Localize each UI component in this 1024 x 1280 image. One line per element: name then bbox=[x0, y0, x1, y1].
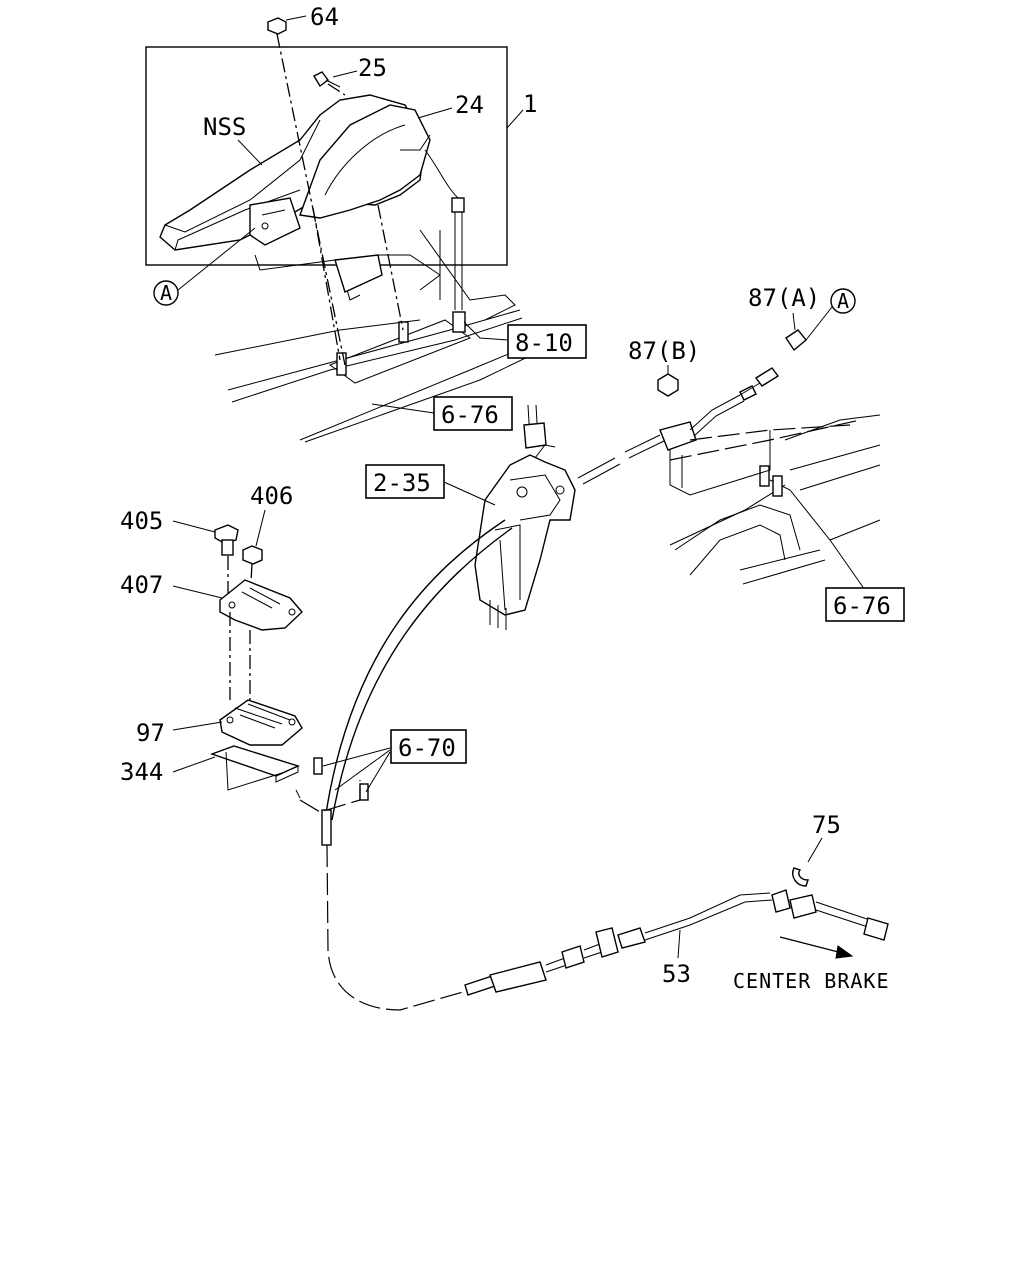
callout-97: 97 bbox=[136, 719, 165, 747]
ref-2-35: 2-35 bbox=[365, 464, 496, 506]
lever-assembly bbox=[145, 17, 539, 443]
bracket-stack bbox=[209, 524, 303, 791]
callouts-left: 406 405 407 97 344 bbox=[120, 482, 293, 786]
clip-75: 75 bbox=[792, 811, 841, 887]
nut-87a: 87(A) A bbox=[748, 284, 856, 352]
callout-344: 344 bbox=[120, 758, 163, 786]
callouts-top: 64 25 24 1 NSS A bbox=[153, 3, 537, 306]
ref-6-70: 6-70 bbox=[295, 729, 467, 813]
callout-87b: 87(B) bbox=[628, 337, 700, 365]
screw-25-icon bbox=[313, 71, 329, 88]
arrow-right-icon bbox=[835, 945, 854, 959]
nut-406-icon bbox=[242, 545, 263, 565]
ref-label-2-35: 2-35 bbox=[373, 469, 431, 497]
direction-indicator: CENTER BRAKE bbox=[733, 936, 890, 993]
ref-6-76-top: 6-76 bbox=[371, 396, 513, 431]
ref-circle-a-right bbox=[830, 288, 856, 314]
rear-cable bbox=[321, 519, 889, 1011]
callout-24: 24 bbox=[455, 91, 484, 119]
ref-label-6-70: 6-70 bbox=[398, 734, 456, 762]
front-cable-rod bbox=[577, 367, 780, 485]
callout-a-right: A bbox=[837, 289, 850, 313]
ref-circle-a-left bbox=[153, 280, 179, 306]
callout-nss: NSS bbox=[203, 113, 246, 141]
floor-tunnel-right bbox=[669, 414, 881, 585]
callout-25: 25 bbox=[358, 54, 387, 82]
callout-a-left: A bbox=[160, 281, 173, 305]
callout-53: 53 bbox=[662, 960, 691, 988]
bolt-405-icon bbox=[214, 524, 239, 544]
callout-405: 405 bbox=[120, 507, 163, 535]
callout-75: 75 bbox=[812, 811, 841, 839]
nut-87a-icon bbox=[785, 329, 807, 352]
ref-8-10: 8-10 bbox=[463, 321, 587, 359]
nut-64-icon bbox=[267, 17, 287, 35]
ref-6-76-right: 6-76 bbox=[825, 539, 905, 622]
callout-407: 407 bbox=[120, 571, 163, 599]
equalizer-bracket bbox=[474, 404, 576, 630]
ref-label-6-76-top: 6-76 bbox=[441, 401, 499, 429]
assembly-frame bbox=[145, 46, 508, 266]
direction-label: CENTER BRAKE bbox=[733, 969, 890, 993]
nut-87b: 87(B) bbox=[628, 337, 700, 397]
callout-87a: 87(A) bbox=[748, 284, 820, 312]
callout-64: 64 bbox=[310, 3, 339, 31]
plate-407 bbox=[219, 579, 303, 631]
ref-label-8-10: 8-10 bbox=[515, 329, 573, 357]
callout-1: 1 bbox=[523, 90, 537, 118]
nut-87b-icon bbox=[657, 373, 679, 397]
callout-406: 406 bbox=[250, 482, 293, 510]
ref-label-6-76-right: 6-76 bbox=[833, 592, 891, 620]
clip-75-icon bbox=[792, 867, 809, 887]
callout-53-group: 53 bbox=[662, 929, 691, 988]
